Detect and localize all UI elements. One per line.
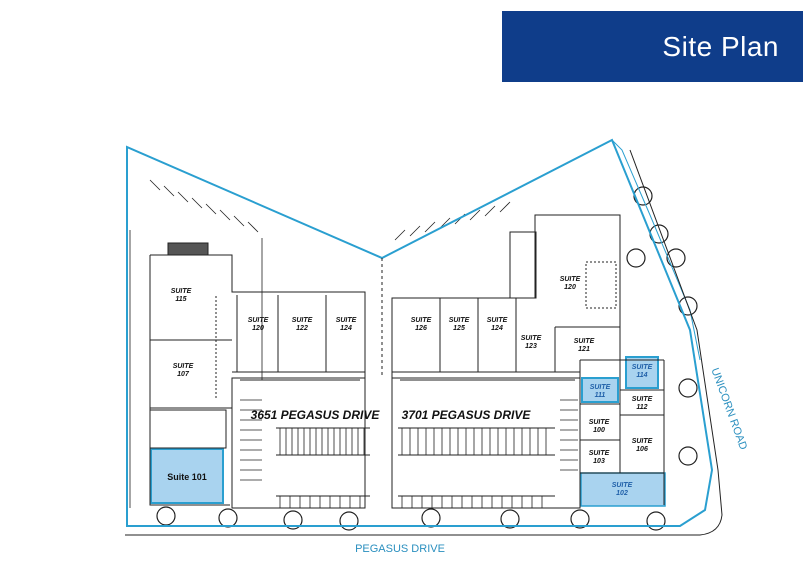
- title-banner: Site Plan: [502, 11, 803, 82]
- suite-111-highlight[interactable]: [581, 377, 619, 403]
- parking-lots: [231, 377, 581, 509]
- parking-stalls: [129, 179, 578, 508]
- road-curbs: [125, 149, 723, 536]
- suite-114-highlight[interactable]: [625, 356, 659, 389]
- page-title: Site Plan: [662, 31, 779, 62]
- property-boundary: [126, 138, 714, 527]
- building-outlines: [149, 214, 665, 506]
- west-building-address: 3651 PEGASUS DRIVE: [251, 408, 381, 422]
- unicorn-road-label: UNICORN ROAD: [708, 366, 749, 451]
- highlighted-suites: [150, 356, 666, 507]
- suite-101-highlight[interactable]: [150, 448, 224, 504]
- suite-101-label: Suite 101: [167, 472, 207, 482]
- east-building-address: 3701 PEGASUS DRIVE: [402, 408, 532, 422]
- pegasus-drive-label: PEGASUS DRIVE: [355, 543, 445, 555]
